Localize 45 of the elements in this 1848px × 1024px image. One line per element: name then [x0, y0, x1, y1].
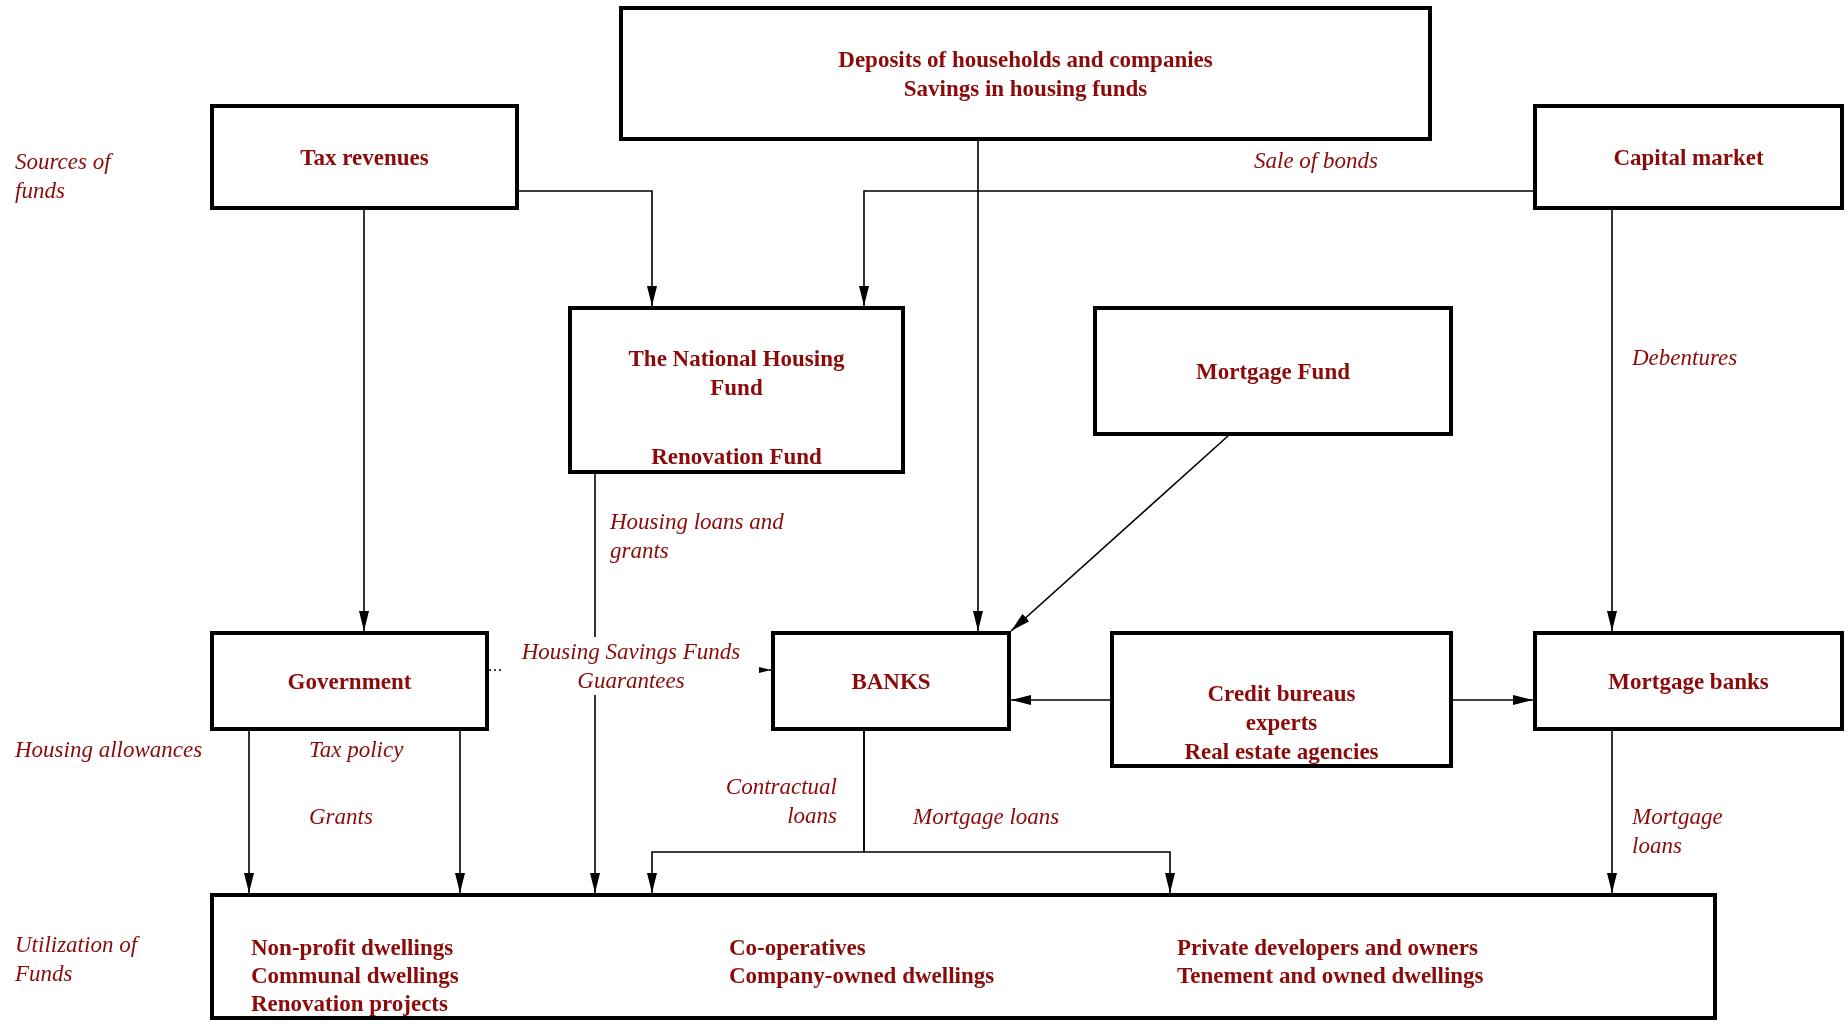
arrow: [973, 140, 983, 632]
arrow: [1607, 209, 1617, 632]
side-label: Sources of funds: [15, 147, 145, 205]
process-box: [1533, 631, 1844, 731]
box-text: Renovation projects: [251, 990, 448, 1018]
box-text: Tenement and owned dwellings: [1177, 962, 1484, 990]
box-text: Savings in housing funds: [902, 74, 1149, 103]
box-text: Mortgage banks: [1607, 667, 1770, 696]
box-text: Credit bureaus experts: [1206, 680, 1357, 737]
process-box: [1093, 306, 1453, 436]
box-text: BANKS: [850, 667, 932, 696]
arrow: [359, 209, 369, 632]
arrow: [863, 730, 1175, 894]
arrow: [1452, 695, 1534, 705]
process-box: [210, 893, 1717, 1020]
side-label: Utilization of Funds: [15, 931, 141, 988]
box-text: Real estate agencies: [1183, 738, 1380, 766]
arrow: [1607, 730, 1617, 894]
process-box: [1533, 104, 1844, 210]
process-box: [568, 306, 905, 474]
arrow: [1010, 695, 1111, 705]
arrow: [518, 190, 657, 307]
box-text: Government: [286, 667, 413, 696]
box-text: The National Housing Fund: [627, 345, 846, 402]
box-text: Tax revenues: [299, 143, 430, 172]
arrow: [1010, 435, 1229, 632]
process-box: [771, 631, 1011, 731]
box-text: Deposits of households and companies: [837, 45, 1214, 74]
arrow: [859, 190, 1534, 307]
process-box: [619, 6, 1432, 141]
box-text: Co-operatives: [729, 934, 866, 962]
box-text: Mortgage Fund: [1195, 357, 1351, 386]
process-box: [210, 631, 489, 731]
box-text: Communal dwellings: [251, 962, 459, 990]
side-label: Tax policy: [309, 736, 404, 764]
process-box: [210, 104, 519, 210]
edge-label: Housing Savings Funds Guarantees: [503, 637, 759, 695]
arrow: [244, 730, 254, 894]
arrow: [455, 730, 465, 894]
box-text: Non-profit dwellings: [251, 934, 454, 962]
box-text: Renovation Fund: [650, 443, 823, 471]
box-text: Private developers and owners: [1177, 934, 1478, 962]
box-text: Capital market: [1612, 143, 1765, 172]
box-text: Company-owned dwellings: [729, 962, 995, 990]
process-box: [1110, 631, 1453, 768]
